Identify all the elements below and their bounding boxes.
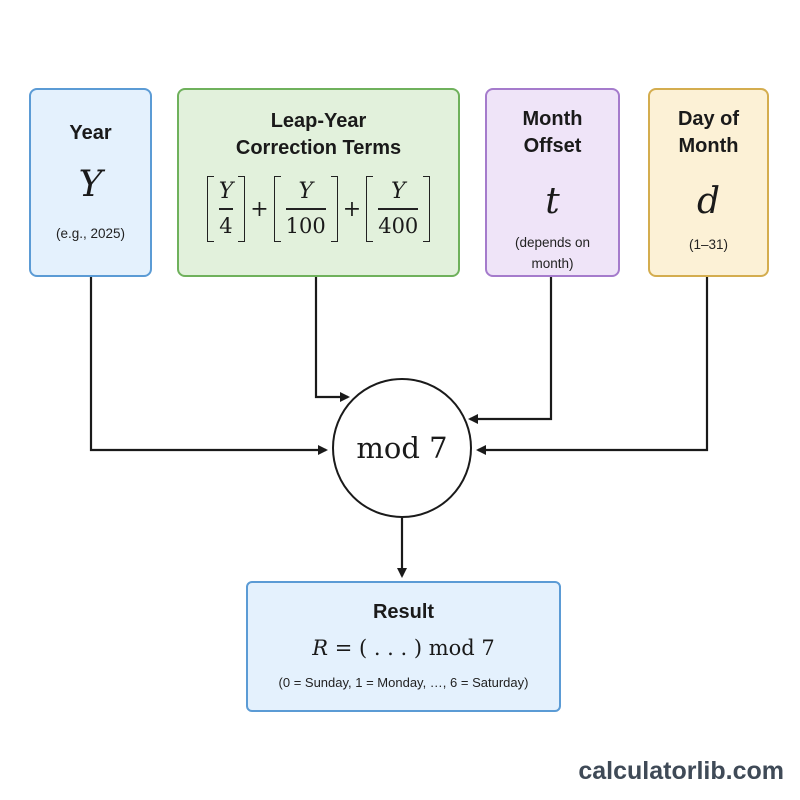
month-offset-title-line1: Month (522, 108, 583, 130)
fraction-bar (285, 208, 326, 210)
day-of-month-box: Day of Month d (1–31) (648, 88, 769, 277)
fraction-denominator: 4 (219, 213, 233, 238)
fraction-denominator: 100 (285, 213, 326, 238)
leap-year-correction-box: Leap-Year Correction Terms Y 4 + Y 100 +… (177, 88, 460, 277)
fraction-y-over-400: Y 400 (373, 178, 423, 240)
year-title: Year (69, 122, 112, 144)
day-of-month-title-line2: Month (678, 135, 739, 157)
month-offset-note-line2: month) (531, 256, 574, 271)
plus-operator: + (342, 196, 362, 222)
floor-bracket-left (206, 176, 214, 242)
fraction-y-over-4: Y 4 (214, 178, 239, 240)
floor-bracket-left (366, 176, 374, 242)
floor-bracket-right (330, 176, 338, 242)
leap-year-title-line2: Correction Terms (235, 137, 402, 159)
floor-bracket-left (273, 176, 281, 242)
result-variable: R (312, 636, 329, 660)
site-watermark: calculatorlib.com (578, 757, 784, 785)
day-to-mod-arrow (476, 277, 709, 455)
leap-year-title-line1: Leap-Year (270, 110, 367, 132)
year-symbol: Y (78, 164, 103, 205)
plus-operator: + (250, 196, 269, 222)
fraction-bar (378, 208, 419, 210)
year-example-note: (e.g., 2025) (55, 226, 126, 241)
month-offset-note: (depends on month) (515, 232, 590, 274)
month-to-mod-arrow (468, 277, 553, 424)
result-weekday-legend: (0 = Sunday, 1 = Monday, …, 6 = Saturday… (278, 675, 529, 690)
day-of-month-range-note: (1–31) (688, 237, 729, 252)
year-to-mod-arrow (89, 277, 328, 455)
mod-7-label: mod 7 (356, 431, 448, 465)
day-of-month-title-line1: Day of (677, 108, 740, 130)
day-of-month-title: Day of Month (678, 106, 739, 160)
leap-year-title: Leap-Year Correction Terms (236, 108, 401, 162)
result-box: Result R = ( . . . ) mod 7 (0 = Sunday, … (246, 581, 561, 712)
fraction-bar (218, 208, 234, 210)
leap-to-mod-arrow (314, 277, 350, 402)
fraction-numerator: Y (390, 179, 406, 205)
fraction-numerator: Y (298, 179, 313, 205)
year-box: Year Y (e.g., 2025) (29, 88, 152, 277)
floor-bracket-right (423, 176, 431, 242)
month-offset-note-line1: (depends on (514, 235, 591, 250)
floor-bracket-right (238, 176, 246, 242)
fraction-denominator: 400 (378, 213, 419, 238)
mod-7-node: mod 7 (332, 378, 472, 518)
day-of-month-symbol: d (696, 181, 721, 222)
leap-year-formula: Y 4 + Y 100 + Y 400 (206, 176, 431, 242)
month-offset-title-line2: Offset (523, 135, 582, 157)
month-offset-box: Month Offset t (depends on month) (485, 88, 620, 277)
result-title: Result (372, 601, 435, 623)
result-formula: R = ( . . . ) mod 7 (312, 636, 495, 660)
month-offset-title: Month Offset (523, 106, 583, 160)
fraction-numerator: Y (218, 179, 234, 205)
month-offset-symbol: t (545, 181, 560, 222)
result-expression: = ( . . . ) mod 7 (328, 636, 495, 660)
fraction-y-over-100: Y 100 (281, 178, 331, 240)
